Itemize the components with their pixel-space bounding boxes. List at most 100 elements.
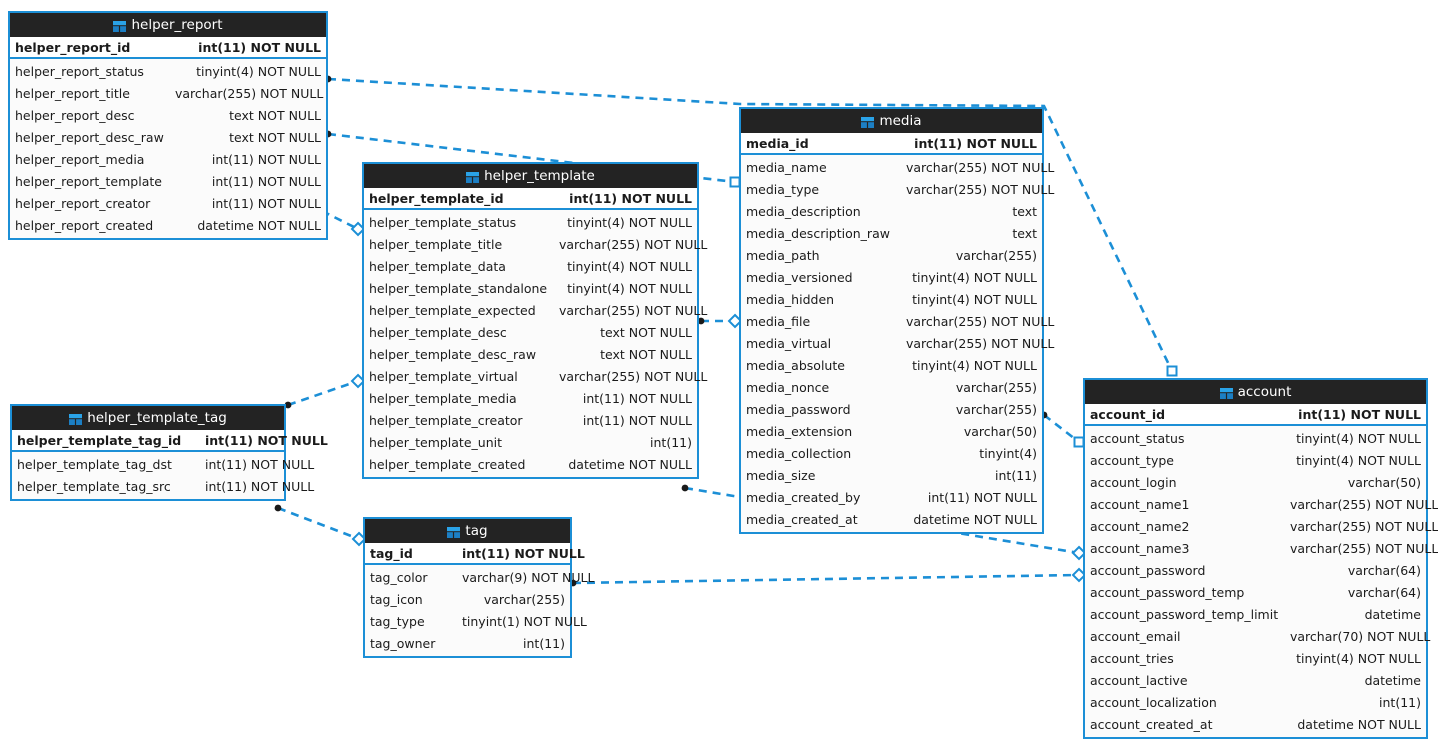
relationship-rel-tag-account[interactable] <box>569 567 1087 587</box>
column-type: int(11) <box>523 635 565 651</box>
column-row[interactable]: media_hidden tinyint(4) NOT NULL <box>741 288 1042 310</box>
column-name: media_id <box>746 135 809 151</box>
column-name: helper_template_created <box>369 456 526 472</box>
column-row[interactable]: tag_owner int(11) <box>365 632 570 654</box>
entity-header-helper_template_tag[interactable]: helper_template_tag <box>12 406 284 430</box>
column-name: media_path <box>746 247 820 263</box>
column-type: varchar(50) <box>1347 474 1421 490</box>
column-name: media_virtual <box>746 335 832 351</box>
entity-header-helper_template[interactable]: helper_template <box>364 164 697 188</box>
table-icon <box>113 20 127 32</box>
entity-header-account[interactable]: account <box>1085 380 1426 404</box>
column-type: varchar(255) NOT NULL <box>1290 518 1438 534</box>
column-type: varchar(255) <box>955 247 1037 263</box>
column-type: tinyint(4) NOT NULL <box>912 291 1037 307</box>
column-name: media_hidden <box>746 291 835 307</box>
relation-source-dot <box>681 484 689 492</box>
column-name: tag_owner <box>370 635 436 651</box>
column-row[interactable]: media_path varchar(255) <box>741 244 1042 266</box>
entity-header-helper_report[interactable]: helper_report <box>10 13 326 37</box>
column-type: text NOT NULL <box>600 324 692 340</box>
table-icon <box>466 171 480 183</box>
column-name: helper_template_id <box>369 190 504 206</box>
entity-header-media[interactable]: media <box>741 109 1042 133</box>
relationship-rel-helper_template_tag-helper_template[interactable] <box>284 373 366 409</box>
column-name: helper_report_status <box>15 63 144 79</box>
column-type: varchar(50) <box>963 423 1037 439</box>
entity-header-tag[interactable]: tag <box>365 519 570 543</box>
entity-title: account <box>1237 384 1292 400</box>
relationship-rel-media-account[interactable] <box>1040 411 1085 448</box>
relationship-rel-helper_template_tag-tag[interactable] <box>274 504 367 547</box>
column-type: int(11) NOT NULL <box>927 489 1037 505</box>
